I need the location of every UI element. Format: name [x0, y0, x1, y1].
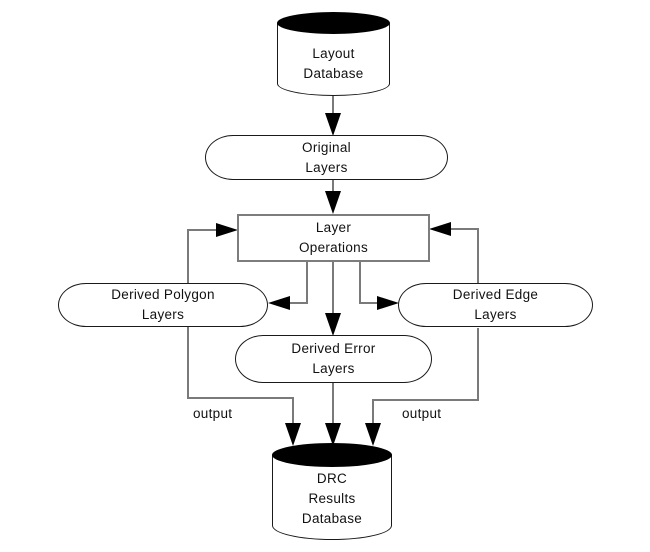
- node-label-line: Layers: [474, 307, 517, 322]
- connector-line: [449, 228, 479, 283]
- output-label-right: output: [402, 406, 442, 421]
- node-label-line: Layers: [305, 159, 348, 175]
- edge-layer-operations-to-derived-error-layers: [325, 262, 341, 336]
- node-label-line: Operations: [298, 240, 369, 255]
- node-derived-polygon-layers: Derived Polygon Layers: [58, 283, 268, 327]
- arrowhead-down: [365, 423, 381, 446]
- node-label-line: Derived Polygon: [111, 287, 215, 302]
- edge-derived-edge-layers-to-layer-operations: [429, 222, 479, 283]
- arrowhead-down: [325, 423, 341, 446]
- node-derived-edge-layers: Derived Edge Layers: [398, 283, 593, 327]
- node-label: Layout Database: [277, 44, 390, 84]
- output-label-left: output: [193, 406, 233, 421]
- cylinder-cap-ellipse: [272, 443, 392, 467]
- node-original-layers: Original Layers: [205, 135, 448, 180]
- edge-derived-edge-layers-to-drc-results: [365, 328, 479, 446]
- edge-layout-database-to-original-layers: [325, 95, 341, 136]
- edge-derived-polygon-layers-to-layer-operations: [187, 223, 238, 283]
- arrowhead-left: [429, 222, 451, 236]
- node-label-line: Layers: [312, 361, 355, 376]
- cylinder-body: [277, 23, 390, 96]
- node-label-line: Layer: [315, 220, 352, 235]
- edge-layer-operations-to-derived-edge-layers: [359, 262, 399, 310]
- node-label-line: Derived Error: [291, 341, 376, 356]
- arrowhead-left: [268, 296, 290, 310]
- edge-layer-operations-to-derived-polygon-layers: [268, 262, 308, 310]
- edge-derived-error-layers-to-drc-results: [325, 383, 341, 446]
- node-layer-operations: Layer Operations: [237, 214, 430, 262]
- arrowhead-right: [377, 296, 399, 310]
- connector-line: [359, 262, 379, 304]
- arrowhead-down: [325, 313, 341, 336]
- node-label-line: Database: [303, 66, 364, 81]
- connector-line: [288, 262, 308, 304]
- node-label: DRC Results Database: [272, 469, 392, 529]
- edge-derived-polygon-layers-to-drc-results: [187, 327, 301, 446]
- arrowhead-right: [216, 223, 238, 237]
- node-derived-error-layers: Derived Error Layers: [235, 335, 432, 383]
- node-label-line: Original: [302, 139, 351, 155]
- node-label-line: Layout: [312, 46, 355, 61]
- connector-line: [372, 328, 479, 425]
- arrowhead-down: [325, 113, 341, 136]
- edge-original-layers-to-layer-operations: [325, 180, 341, 214]
- node-drc-results-database: DRC Results Database: [272, 443, 392, 540]
- node-label-line: Derived Edge: [452, 287, 539, 302]
- node-label-line: Results: [308, 491, 356, 506]
- node-label-line: Database: [301, 511, 363, 526]
- node-label-line: Layers: [141, 307, 185, 322]
- connector-line: [187, 229, 218, 283]
- cylinder-cap-ellipse: [277, 12, 390, 34]
- connector-line: [187, 327, 294, 425]
- node-label-line: DRC: [316, 471, 348, 486]
- cylinder-body: [272, 455, 392, 540]
- node-layout-database: Layout Database: [277, 12, 390, 96]
- arrowhead-down: [285, 423, 301, 446]
- arrowhead-down: [325, 191, 341, 214]
